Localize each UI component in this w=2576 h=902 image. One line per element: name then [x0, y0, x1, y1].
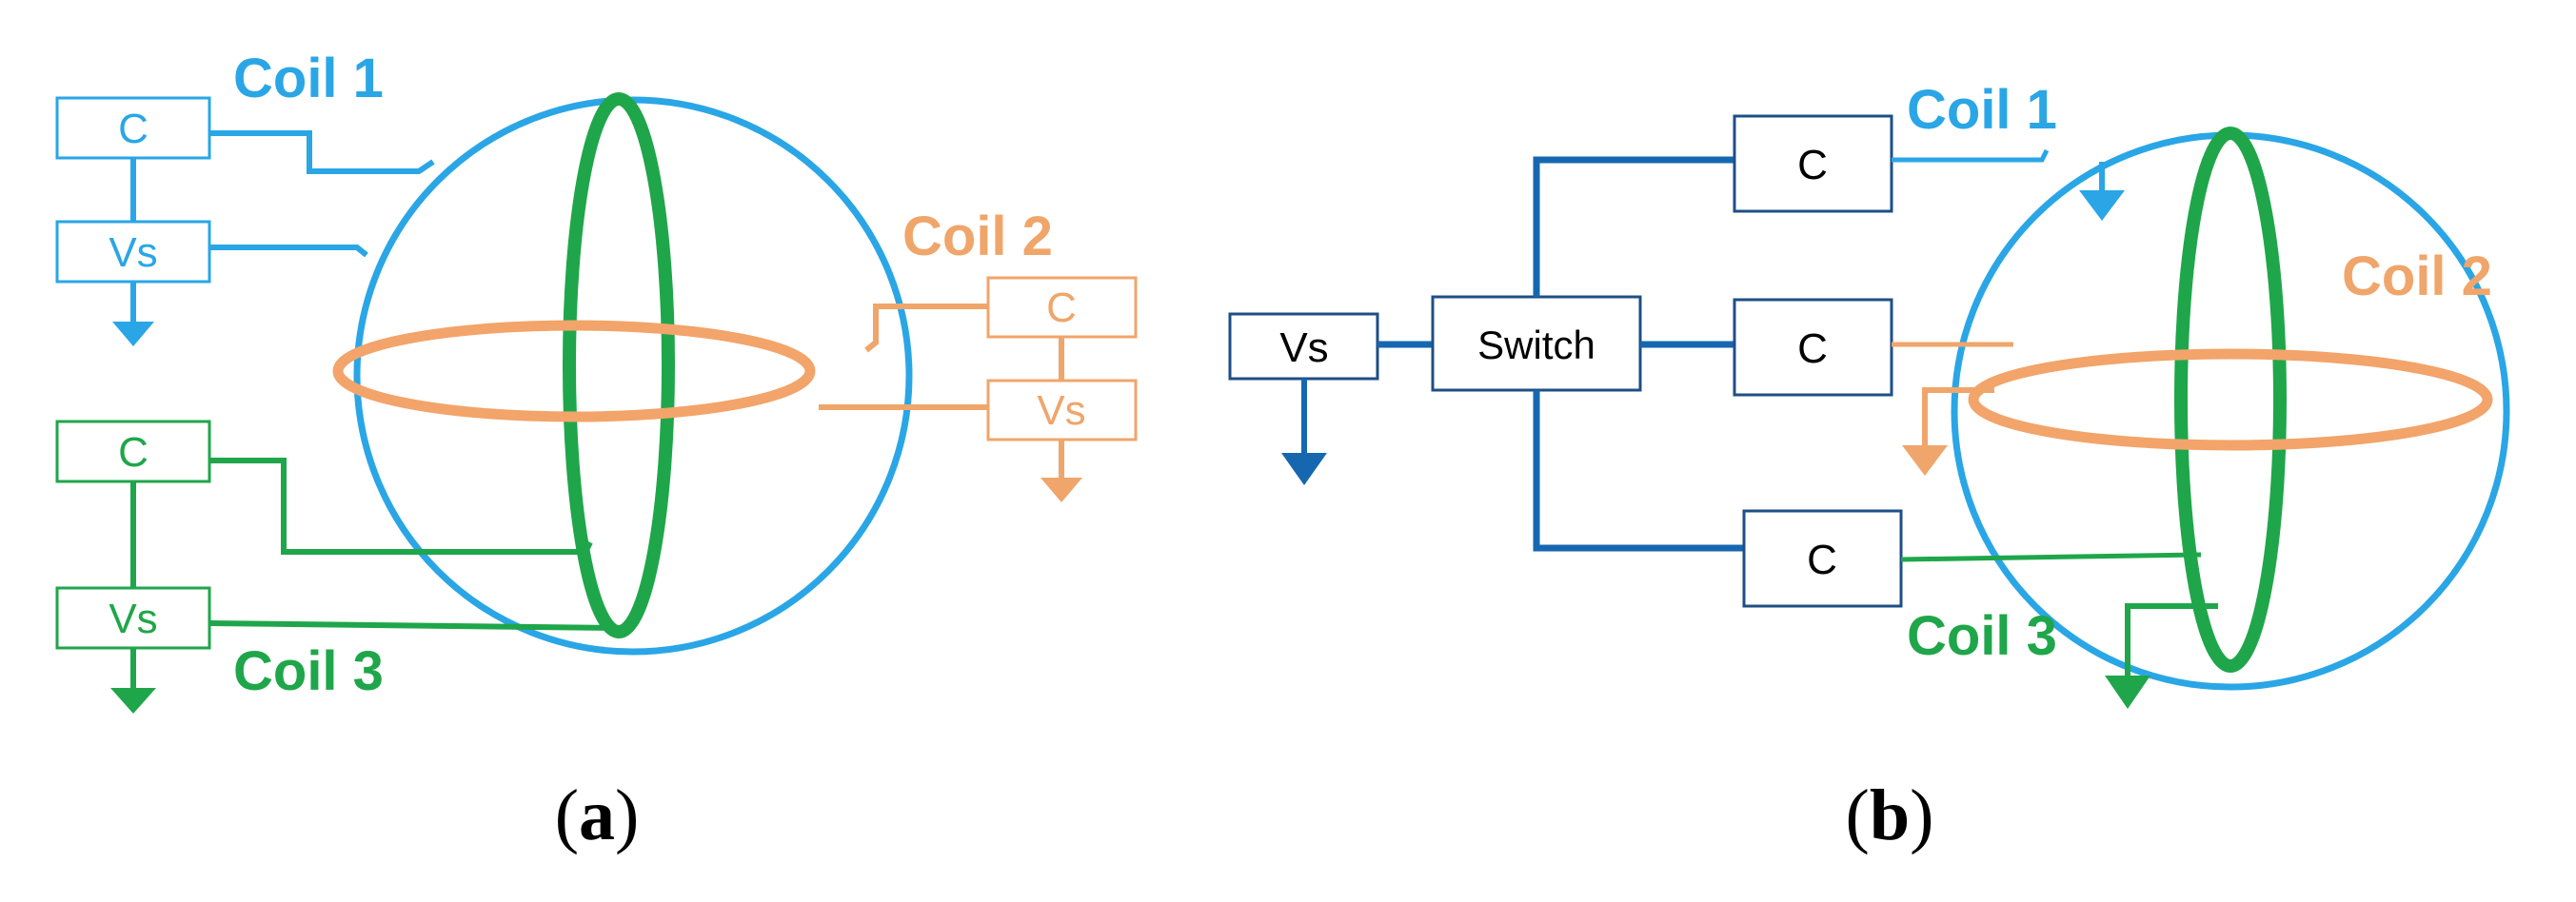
panel-a-sphere-coil1	[353, 96, 913, 656]
panel-a-coil2-source-label: Vs	[1037, 387, 1085, 434]
panel-b-coil3-ground-arrow	[2105, 676, 2150, 709]
panel-b-cap3-box	[1742, 509, 1903, 608]
panel-b-switch-to-cap3-wire	[1533, 390, 1744, 552]
panel-b-caption-close: )	[1910, 775, 1933, 855]
panel-a-caption-open: (	[555, 775, 579, 855]
panel-b-source-box	[1228, 312, 1379, 381]
panel-b-caption-open: (	[1846, 775, 1870, 855]
panel-a: C Vs Coil 1 C Vs Coil 2 C Vs Coil 3	[55, 48, 1138, 855]
panel-a-coil3-ground-arrow	[110, 688, 156, 714]
panel-b-coil1-ground-arrow	[2079, 190, 2125, 221]
panel-b-switch-to-cap1-wire	[1533, 156, 1734, 297]
panel-a-coil2-label: Coil 2	[902, 206, 1053, 267]
panel-b-cap1-box	[1733, 114, 1893, 213]
panel-a-coil3-label: Coil 3	[233, 640, 384, 702]
panel-b-cap1-label: C	[1797, 142, 1828, 188]
panel-a-coil2-ground-arrow	[1040, 478, 1082, 502]
panel-a-caption-close: )	[615, 775, 639, 855]
panel-b-coil3-ring	[2174, 127, 2287, 673]
panel-b-cap2-box	[1733, 298, 1893, 397]
panel-b-caption-letter: b	[1870, 775, 1910, 855]
panel-a-caption-letter: a	[579, 775, 615, 855]
panel-b-coil1-wire	[1892, 148, 2050, 163]
panel-a-coil2-ring	[332, 320, 816, 422]
panel-b-cap2-label: C	[1797, 325, 1828, 372]
panel-b-coil2-label: Coil 2	[2342, 245, 2492, 307]
panel-a-caption: (a)	[555, 775, 640, 855]
panel-b-caption: (b)	[1846, 775, 1934, 855]
panel-a-coil1-source-label: Vs	[109, 229, 157, 276]
panel-b-switch-label: Switch	[1477, 323, 1595, 367]
panel-b-sphere-coil1	[1951, 131, 2510, 691]
panel-b-coil3-wire	[1900, 552, 2202, 562]
panel-a-coil2-top-wire	[864, 304, 988, 353]
panel-a-coil3-cap-box	[55, 420, 211, 483]
panel-a-coil2-cap-label: C	[1046, 284, 1077, 331]
panel-b-coil2-ground-arrow	[1902, 445, 1948, 476]
panel-b-coil1-label: Coil 1	[1907, 79, 2057, 141]
panel-b-coil2-ring	[1968, 348, 2493, 451]
panel-b-coil3-ground-wire	[2125, 603, 2218, 677]
panel-a-coil3-bottom-wire	[208, 620, 620, 631]
panel-a-coil3-top-wire	[209, 458, 593, 555]
panel-a-coil3-source-label: Vs	[109, 596, 157, 642]
panel-a-coil3-cap-label: C	[118, 429, 149, 476]
panel-b-coil3-label: Coil 3	[1907, 605, 2057, 667]
panel-b-source-ground-arrow	[1281, 453, 1327, 485]
panel-b-source-label: Vs	[1279, 324, 1328, 371]
panel-a-coil1-cap-box	[55, 96, 211, 160]
panel-b-cap3-label: C	[1807, 537, 1837, 583]
panel-a-coil1-ground-arrow	[112, 322, 154, 346]
panel-a-coil1-cap-label: C	[118, 106, 149, 152]
panel-a-coil3-ring	[563, 92, 675, 638]
panel-b-coil2-ground-wire	[1922, 387, 1994, 447]
panel-a-coil1-label: Coil 1	[233, 48, 384, 109]
panel-a-coil1-bottom-wire	[209, 245, 368, 258]
panel-b: Vs Switch C C C Coil 1 Coil 2 Coil	[1228, 79, 2510, 855]
panel-a-coil1-top-wire	[209, 130, 435, 174]
